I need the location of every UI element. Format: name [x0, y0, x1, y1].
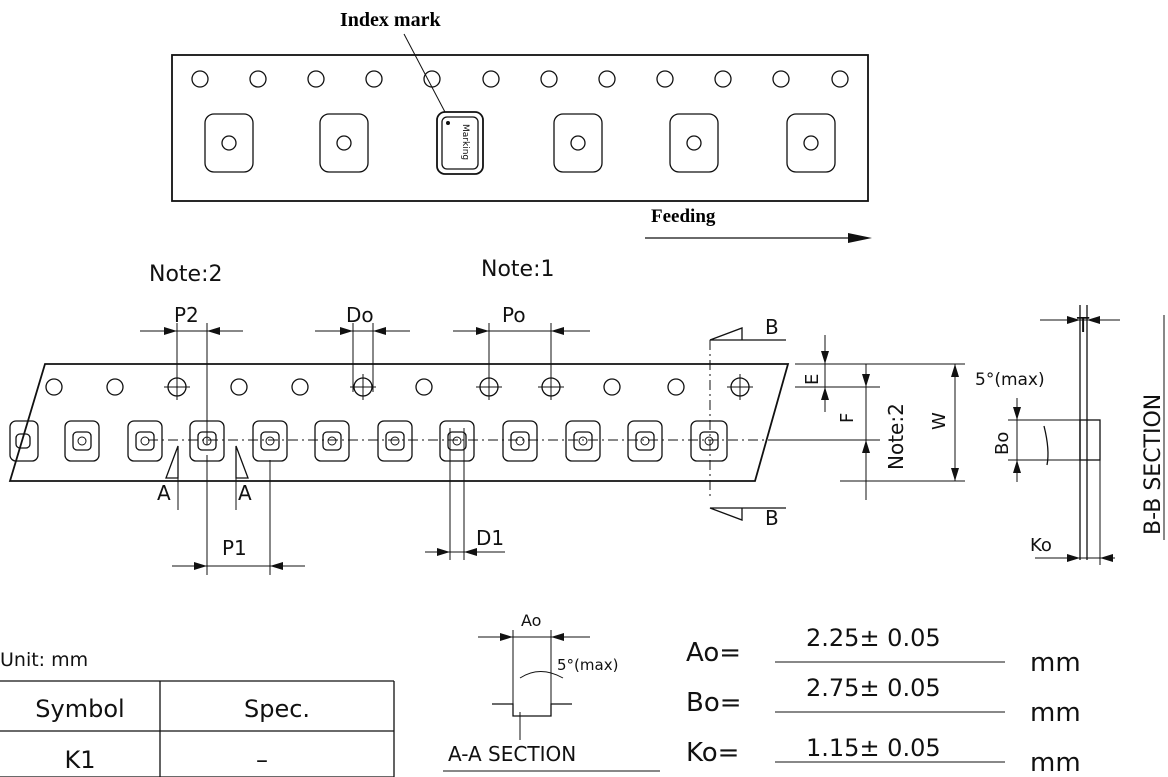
component-pockets-top: [204, 113, 836, 173]
f-label: F: [837, 413, 858, 423]
dim-unit: mm: [1030, 648, 1081, 678]
table-cell-symbol: K1: [64, 746, 95, 774]
aa-angle-label: 5°(max): [557, 656, 618, 674]
carrier-tape-top: [171, 54, 869, 202]
w-label: W: [929, 412, 950, 430]
aa-section-profile: [492, 630, 572, 740]
do-label: Do: [346, 303, 374, 327]
t-label: T: [1076, 313, 1090, 337]
index-mark-leader: [403, 33, 446, 113]
note1-label: Note:1: [481, 257, 555, 282]
table-header-spec: Spec.: [244, 695, 310, 723]
b-label-bottom: B: [765, 506, 779, 530]
dim-value: 1.15± 0.05: [806, 734, 941, 762]
po-label: Po: [502, 303, 526, 327]
component-pockets: [9, 420, 728, 462]
bb-angle-label: 5°(max): [975, 370, 1045, 390]
d1-label: D1: [476, 526, 504, 550]
dimension-ko: Ko= 1.15± 0.05 mm: [686, 734, 1081, 777]
dim-unit: mm: [1030, 748, 1081, 777]
dim-value: 2.75± 0.05: [806, 674, 941, 702]
dim-unit: mm: [1030, 698, 1081, 728]
dim-symbol: Ko=: [686, 738, 739, 768]
feeding-label: Feeding: [651, 206, 716, 227]
e-label: E: [802, 374, 823, 385]
index-mark-label: Index mark: [340, 9, 441, 31]
p1-label: P1: [222, 536, 247, 560]
marking-label: Marking: [460, 124, 470, 160]
ao-label: Ao: [521, 611, 541, 630]
marked-component: Marking: [436, 111, 484, 175]
spec-table: Symbol Spec. K1 –: [0, 680, 395, 777]
table-cell-spec: –: [256, 746, 268, 774]
carrier-tape-body: [8, 363, 790, 482]
bb-section-profile: [1043, 305, 1101, 560]
b-label-top: B: [765, 315, 779, 339]
bo-label: Bo: [992, 432, 1013, 455]
note2-vertical-label: Note:2: [884, 403, 908, 470]
aa-section-title: A-A SECTION: [448, 742, 576, 766]
sprocket-holes-top: [191, 70, 849, 88]
bb-section-title: B-B SECTION: [1141, 394, 1166, 535]
dimension-ao: Ao= 2.25± 0.05 mm: [686, 624, 1081, 678]
sprocket-holes: [45, 374, 753, 400]
p2-label: P2: [174, 303, 199, 327]
dim-symbol: Bo=: [686, 688, 742, 718]
dim-value: 2.25± 0.05: [806, 624, 941, 652]
a-label-left: A: [157, 481, 171, 505]
note2-label: Note:2: [149, 262, 223, 287]
unit-label: Unit: mm: [0, 649, 88, 671]
table-header-symbol: Symbol: [35, 695, 124, 723]
dimension-bo: Bo= 2.75± 0.05 mm: [686, 674, 1081, 728]
ko-label: Ko: [1030, 535, 1052, 556]
dim-symbol: Ao=: [686, 638, 741, 668]
a-label-right: A: [238, 481, 252, 505]
